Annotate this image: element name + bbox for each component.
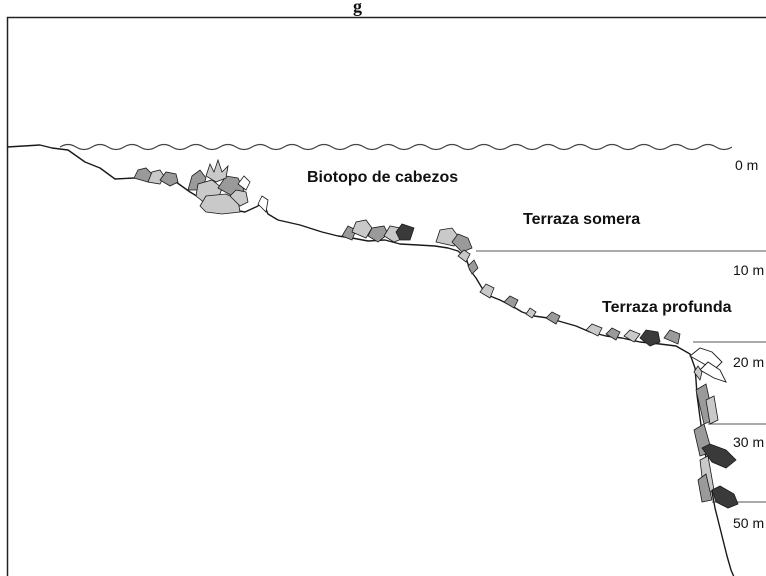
rock-cluster-cliff bbox=[689, 347, 739, 509]
depth-label-10m: 10 m bbox=[733, 262, 764, 278]
zone-label-profunda: Terraza profunda bbox=[602, 299, 732, 316]
seabed-profile-line bbox=[6, 144, 735, 576]
rock-cluster-profunda bbox=[479, 283, 681, 347]
depth-label-30m: 30 m bbox=[733, 434, 764, 450]
rock-cluster-somera bbox=[341, 219, 479, 275]
depth-label-50m: 50 m bbox=[733, 515, 764, 531]
zone-label-somera: Terraza somera bbox=[523, 211, 640, 228]
water-surface-line bbox=[59, 143, 733, 151]
zone-label-cabezos: Biotopo de cabezos bbox=[307, 169, 458, 186]
depth-label-0m: 0 m bbox=[735, 157, 758, 173]
depth-label-20m: 20 m bbox=[733, 354, 764, 370]
figure-title-fragment: g bbox=[353, 0, 362, 16]
rock-cluster-cabezos bbox=[133, 158, 269, 215]
figure-frame bbox=[6, 16, 766, 576]
